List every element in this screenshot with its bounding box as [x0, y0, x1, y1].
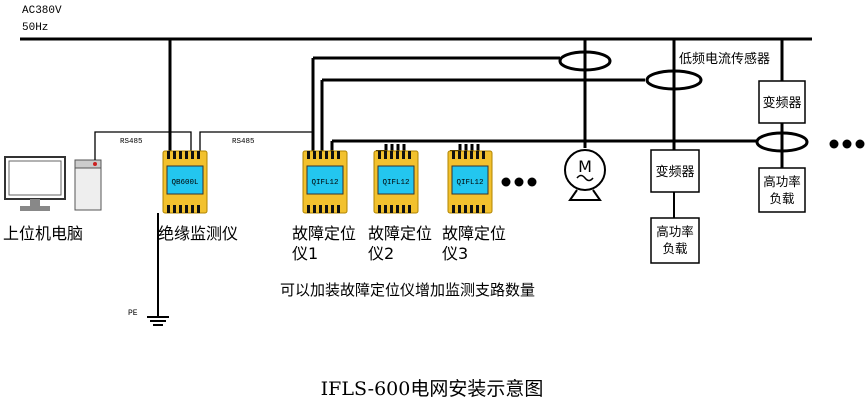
vfd-2-label: 变频器: [762, 95, 801, 111]
load-1-label-line2: 负载: [662, 241, 688, 256]
load-2-label-line1: 高功率: [763, 174, 801, 189]
insulation-monitor-label: 绝缘监测仪: [158, 224, 238, 243]
pc-label: 上位机电脑: [3, 224, 83, 243]
fault-locator-2-device: [373, 144, 419, 214]
expansion-note: 可以加装故障定位仪增加监测支路数量: [280, 281, 535, 299]
fault-locator-1-device: [302, 150, 348, 214]
current-sensor-2-icon: [645, 69, 703, 91]
current-sensor-1-icon: [558, 50, 612, 72]
insulation-monitor-screen: QB600L: [171, 179, 199, 187]
fault-locator-1-screen: QIFL12: [311, 179, 338, 187]
vfd-1-label: 变频器: [655, 164, 694, 180]
rs485-label-1: RS485: [120, 138, 143, 146]
supply-voltage-label: AC380V: [22, 5, 62, 17]
more-locators-dots: [501, 177, 537, 187]
sensor-label: 低频电流传感器: [679, 51, 770, 67]
computer-monitor-icon: [4, 156, 66, 211]
fault-locator-1-label-line1: 故障定位: [292, 224, 356, 243]
ground-icon: [147, 316, 169, 326]
motor-symbol: M: [578, 157, 592, 176]
computer-tower-icon: [74, 159, 102, 211]
supply-frequency-label: 50Hz: [22, 22, 48, 34]
rs485-label-2: RS485: [232, 138, 255, 146]
rs485-link-locator: [199, 131, 314, 152]
load-2-box: [758, 167, 806, 213]
more-branches-dots: [829, 139, 865, 149]
vfd-2-box: [758, 80, 806, 124]
insulation-monitor-device: [162, 150, 208, 214]
vfd-1-box: [650, 149, 700, 193]
load-1-label-line1: 高功率: [656, 224, 694, 239]
pe-label: PE: [128, 309, 138, 318]
load-1-box: [650, 217, 700, 264]
fault-locator-3-screen: QIFL12: [456, 179, 483, 187]
fault-locator-2-screen: QIFL12: [382, 179, 409, 187]
current-sensor-3-icon: [755, 131, 809, 153]
rs485-link-pc: [94, 131, 192, 160]
motor-icon: [564, 149, 606, 201]
load-2-label-line2: 负载: [769, 191, 795, 206]
fault-locator-2-label-line1: 故障定位: [368, 224, 432, 243]
fault-locator-1-label-line2: 仪1: [292, 244, 318, 263]
fault-locator-3-device: [447, 144, 493, 214]
diagram-caption: IFLS-600电网安装示意图: [321, 378, 544, 400]
fault-locator-2-label-line2: 仪2: [368, 244, 394, 263]
fault-locator-3-label-line2: 仪3: [442, 244, 468, 263]
fault-locator-3-label-line1: 故障定位: [442, 224, 506, 243]
